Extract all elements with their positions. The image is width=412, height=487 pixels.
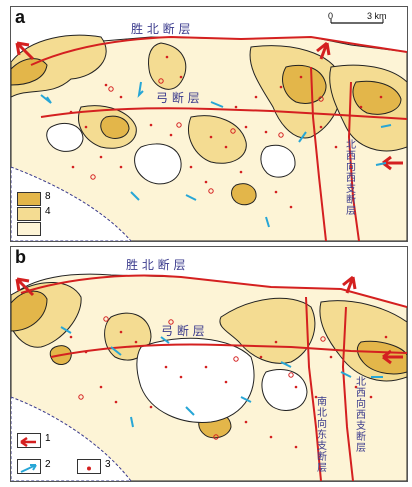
legend-b-box-3 bbox=[77, 459, 101, 474]
uplift-zone-b bbox=[11, 396, 132, 481]
middle-fault-line-a bbox=[40, 107, 407, 120]
legend-b-box-2 bbox=[17, 459, 41, 474]
map-panel-a: 胜 北 断 层 弓 断 层 a 0 3 km 8 4 bbox=[10, 6, 408, 242]
blue-arrow-icon-group-a bbox=[40, 81, 392, 228]
legend-b-num-1: 1 bbox=[45, 433, 51, 444]
middle-fault-label-a: 弓 断 层 bbox=[156, 90, 200, 105]
mid-zone-a6 bbox=[188, 115, 247, 164]
red-arrow-icon-a2 bbox=[316, 41, 331, 60]
legend-a-swatch-2 bbox=[17, 207, 41, 221]
red-arrow-icon bbox=[20, 436, 36, 448]
mid-zone-a2 bbox=[148, 42, 187, 90]
dark-zone-a1 bbox=[11, 58, 48, 86]
red-arrow-icon-b2 bbox=[342, 275, 357, 294]
scale-start: 0 bbox=[328, 11, 334, 21]
red-arrow-icon-a1 bbox=[15, 41, 35, 61]
hole-zone-a2 bbox=[134, 143, 182, 185]
legend-a-swatch-1 bbox=[17, 192, 41, 206]
well-circles-a bbox=[90, 78, 324, 194]
scale-bar-a: 0 3 km bbox=[325, 11, 395, 29]
legend-b-num-2: 2 bbox=[45, 459, 51, 470]
dark-zone-b1 bbox=[11, 290, 48, 332]
legend-a-row-2: 4 bbox=[15, 206, 61, 221]
wells-a bbox=[69, 55, 383, 209]
scale-end: 3 km bbox=[367, 11, 387, 21]
map-a-canvas: 胜 北 断 层 弓 断 层 bbox=[11, 21, 407, 241]
uplift-zone-a bbox=[11, 166, 132, 241]
map-b-canvas: 胜 北 断 层 弓 断 层 bbox=[11, 257, 407, 481]
legend-a-row-1: 8 bbox=[15, 191, 61, 206]
blue-arrow-icon bbox=[20, 464, 37, 473]
red-arrow-icon-b3 bbox=[382, 349, 403, 365]
se-fault-line-b2 bbox=[341, 306, 354, 481]
se-fault-line-a2 bbox=[347, 81, 360, 241]
legend-a: 8 4 bbox=[15, 191, 61, 236]
dark-zone-a4 bbox=[100, 115, 130, 139]
scale-bar-graphic bbox=[330, 19, 384, 24]
legend-a-label-2: 4 bbox=[45, 206, 51, 217]
dark-zone-a5 bbox=[231, 183, 257, 206]
se-fault-line-a1 bbox=[310, 66, 327, 241]
legend-b: 1 2 3 bbox=[15, 429, 155, 479]
north-fault-line-a bbox=[30, 35, 407, 66]
hole-zone-a1 bbox=[46, 123, 84, 152]
legend-a-label-1: 8 bbox=[45, 191, 51, 202]
blue-arrow-icon-group-b bbox=[60, 326, 383, 428]
legend-b-box-1 bbox=[17, 433, 41, 448]
se-fault-line-b1 bbox=[305, 296, 322, 481]
middle-fault-line-b bbox=[50, 343, 407, 358]
north-fault-label-b: 胜 北 断 层 bbox=[126, 257, 185, 272]
legend-a-swatch-3 bbox=[17, 222, 41, 236]
red-arrow-icon-b1 bbox=[15, 277, 35, 297]
se-fault-label-a-vertical-overlay: 北西向西支断层 bbox=[346, 140, 356, 217]
legend-a-row-3 bbox=[15, 221, 61, 236]
north-fault-line-b bbox=[20, 274, 407, 308]
wells-b bbox=[69, 330, 388, 449]
well-circles-b bbox=[78, 316, 326, 440]
mid-zone-a1 bbox=[11, 34, 107, 98]
dark-zone-a2 bbox=[282, 64, 327, 104]
panel-b-label: b bbox=[15, 247, 26, 267]
hole-zone-b2 bbox=[261, 369, 308, 411]
legend-b-num-3: 3 bbox=[105, 459, 111, 470]
se-fault-label-b1-vertical: 北西向西支断层 bbox=[356, 377, 366, 454]
hole-zone-b1 bbox=[136, 337, 255, 423]
well-dot-icon bbox=[87, 466, 91, 471]
hole-zone-a3 bbox=[260, 144, 296, 178]
dark-zone-a3 bbox=[352, 80, 402, 115]
middle-fault-label-b: 弓 断 层 bbox=[161, 323, 205, 338]
se-fault-label-b2-vertical: 南北向东支断层 bbox=[317, 397, 327, 474]
panel-a-label: a bbox=[15, 7, 26, 27]
north-fault-label-a: 胜 北 断 层 bbox=[131, 21, 190, 36]
